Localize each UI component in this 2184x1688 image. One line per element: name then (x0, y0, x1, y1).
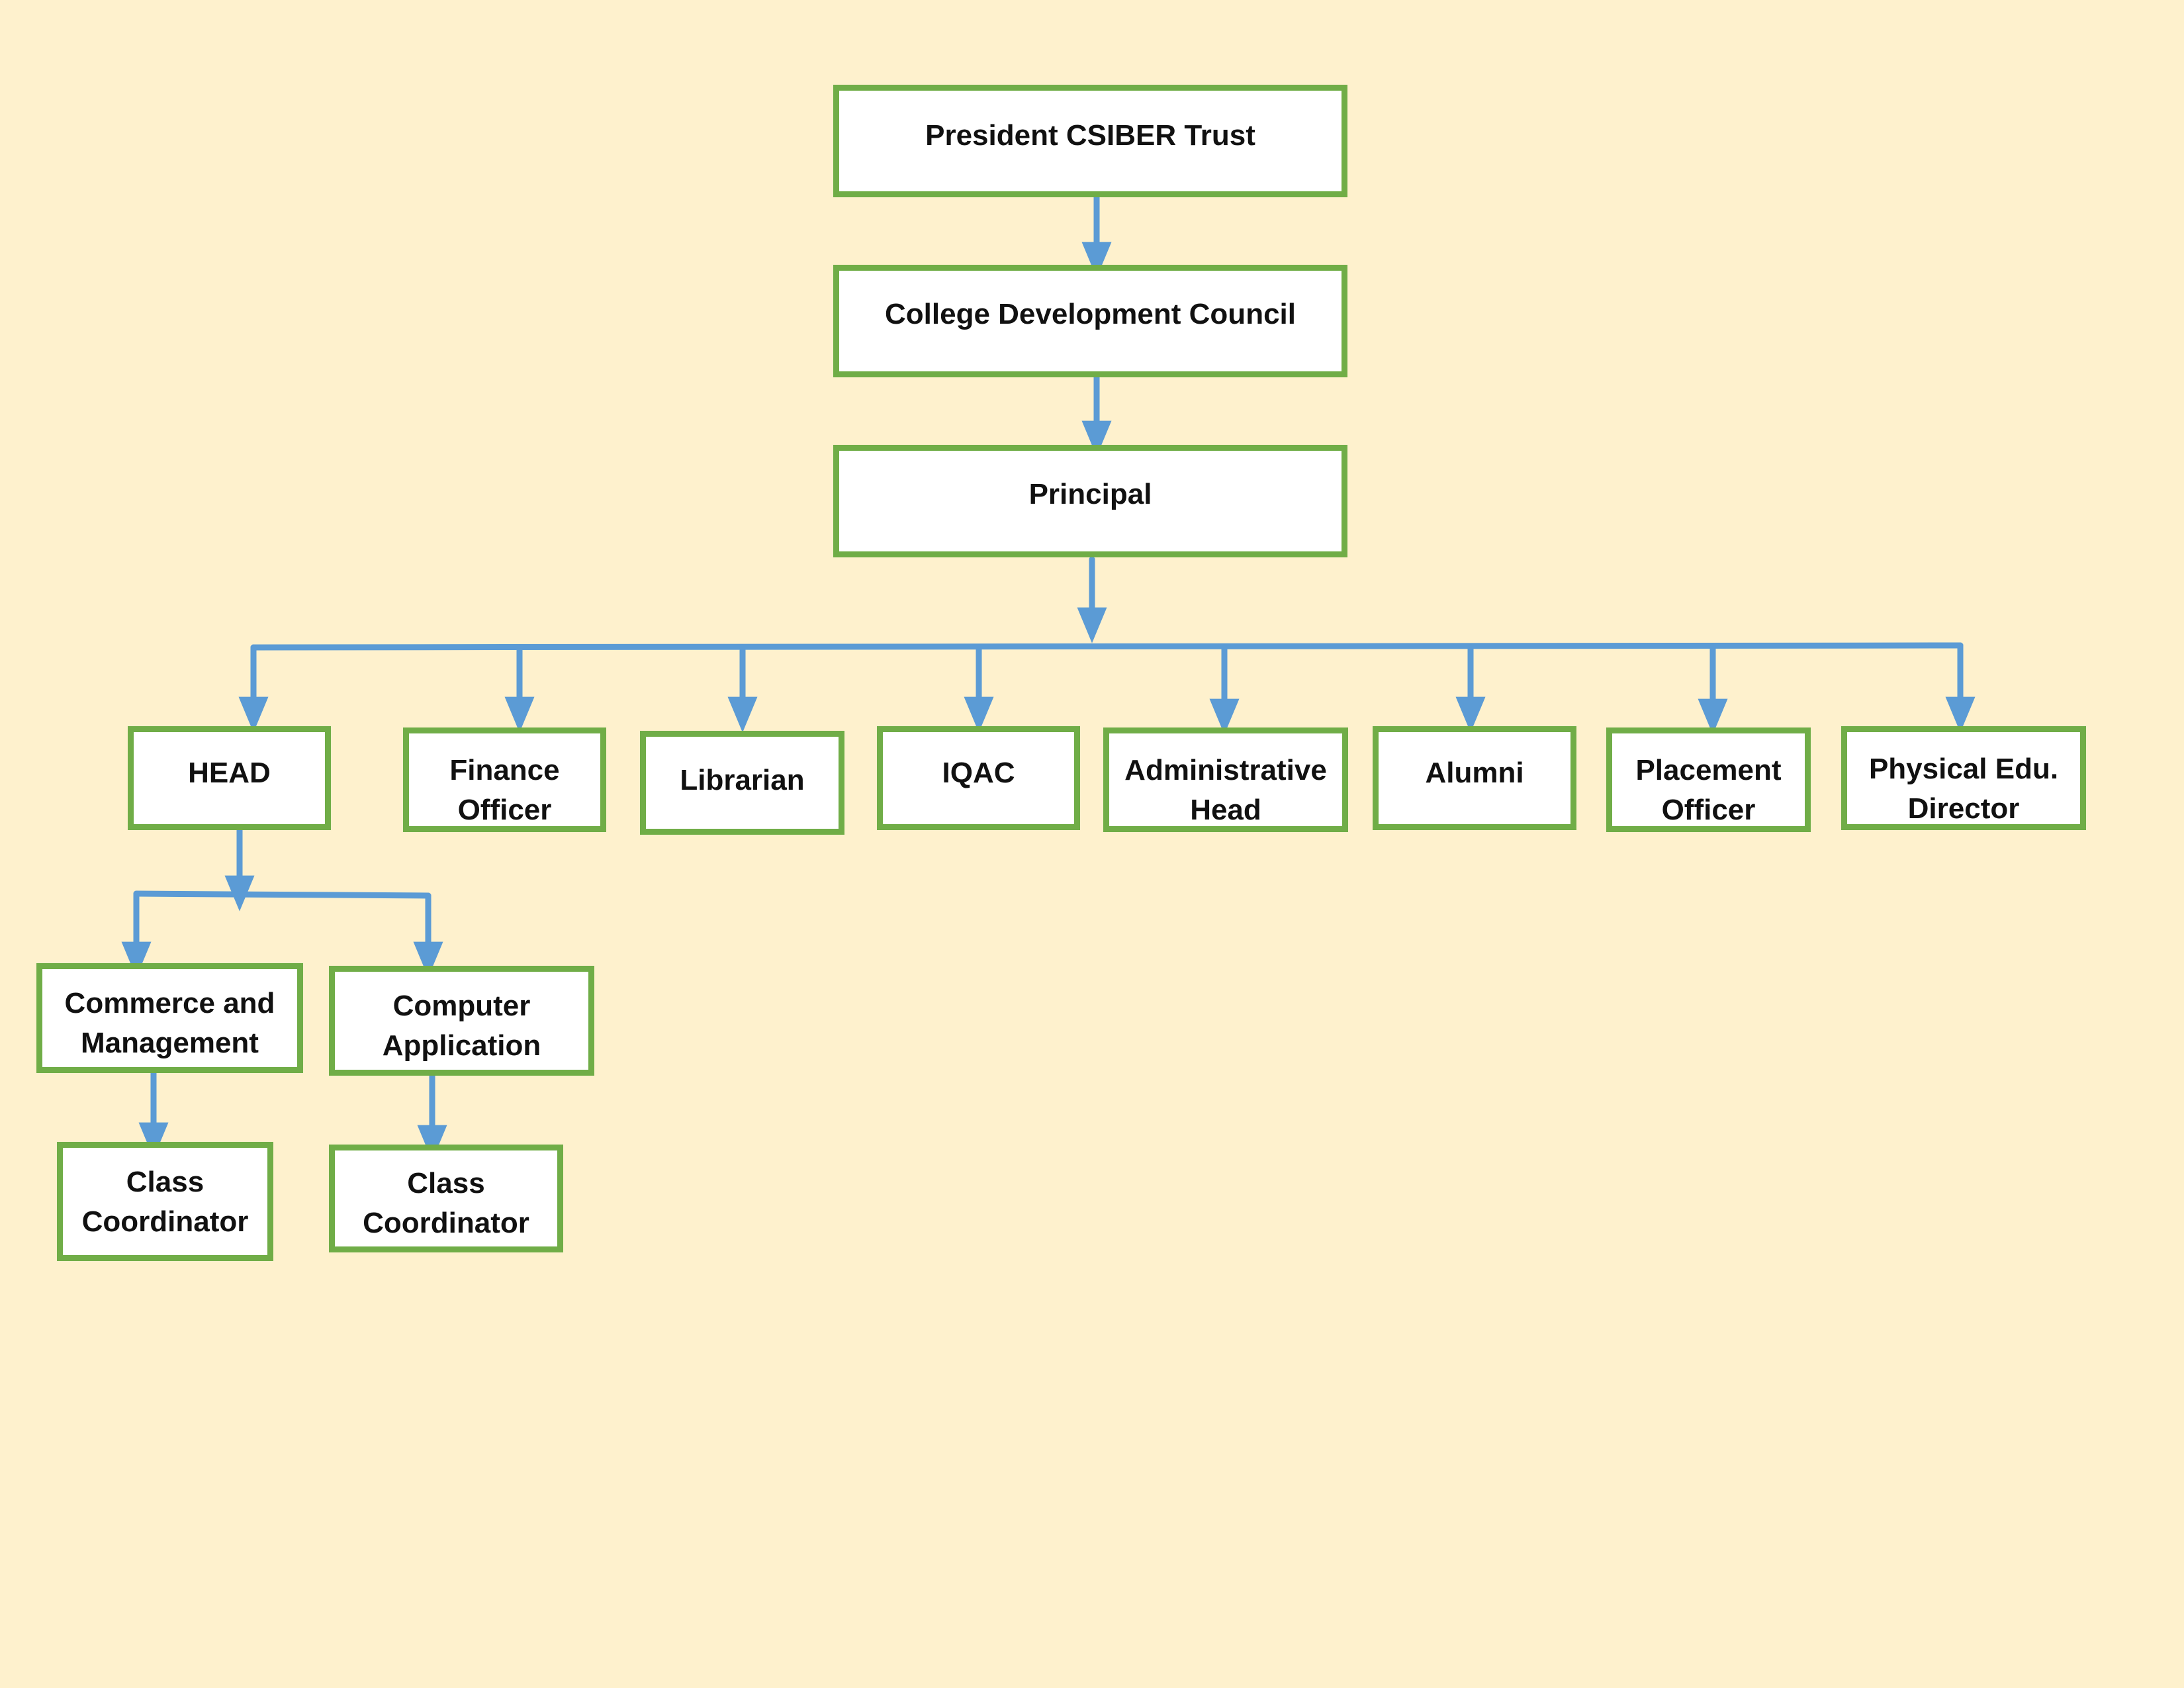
node-cdc-label: College Development Council (885, 298, 1296, 330)
node-placement-officer: Placement Officer (1606, 727, 1811, 832)
head-sub-bus (133, 890, 432, 899)
node-computer-application: Computer Application (329, 966, 594, 1076)
node-commerce-label: Commerce and Management (64, 987, 275, 1059)
node-iqac-label: IQAC (942, 757, 1015, 789)
node-college-development-council: College Development Council (833, 265, 1347, 377)
node-librarian: Librarian (640, 731, 844, 835)
node-commerce-management: Commerce and Management (36, 963, 303, 1073)
node-administrative-head: Administrative Head (1103, 727, 1348, 832)
node-principal: Principal (833, 445, 1347, 557)
node-class-coordinator-computer: Class Coordinator (329, 1145, 563, 1252)
node-principal-label: Principal (1028, 478, 1152, 510)
node-placement-label: Placement Officer (1635, 754, 1782, 826)
node-head: HEAD (128, 726, 331, 830)
node-coord2-label: Class Coordinator (363, 1167, 529, 1239)
node-physical-label: Physical Edu. Director (1868, 753, 2059, 825)
node-president-label: President CSIBER Trust (925, 119, 1255, 152)
node-president: President CSIBER Trust (833, 85, 1347, 197)
node-class-coordinator-commerce: Class Coordinator (57, 1142, 273, 1261)
node-iqac: IQAC (877, 726, 1080, 830)
node-physical-edu-director: Physical Edu. Director (1841, 726, 2086, 830)
node-computer-label: Computer Application (382, 990, 541, 1062)
node-coord1-label: Class Coordinator (81, 1166, 249, 1238)
node-alumni: Alumni (1373, 726, 1576, 830)
node-finance-officer: Finance Officer (403, 727, 606, 832)
node-admin-label: Administrative Head (1124, 754, 1327, 826)
node-librarian-label: Librarian (680, 764, 805, 796)
node-alumni-label: Alumni (1425, 757, 1524, 789)
node-finance-label: Finance Officer (449, 754, 560, 826)
node-head-label: HEAD (188, 757, 271, 789)
horizontal-bus (250, 642, 1964, 651)
